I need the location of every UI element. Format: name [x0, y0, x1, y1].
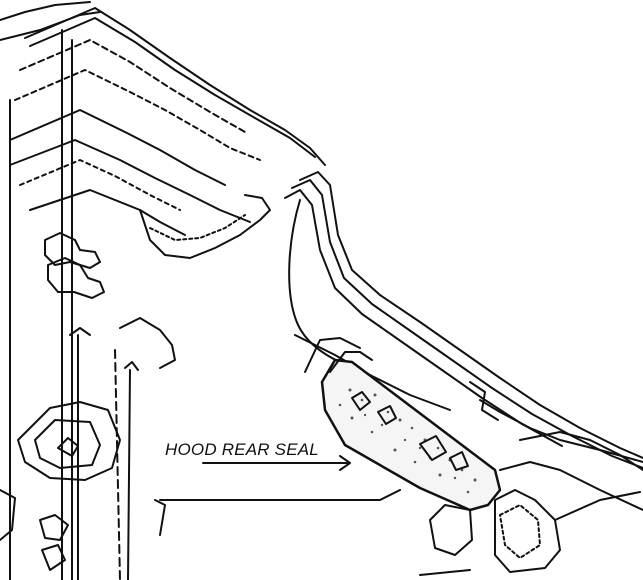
hood-rear-seal-label: HOOD REAR SEAL — [165, 440, 319, 459]
retainer-clips — [44, 232, 176, 371]
callout-leader — [159, 455, 401, 501]
cowl-panel — [0, 1, 326, 259]
hood-rear-seal — [304, 337, 502, 512]
lower-bracket — [0, 401, 166, 571]
mounting-rods — [9, 29, 131, 580]
lower-right-fitting — [419, 489, 641, 576]
